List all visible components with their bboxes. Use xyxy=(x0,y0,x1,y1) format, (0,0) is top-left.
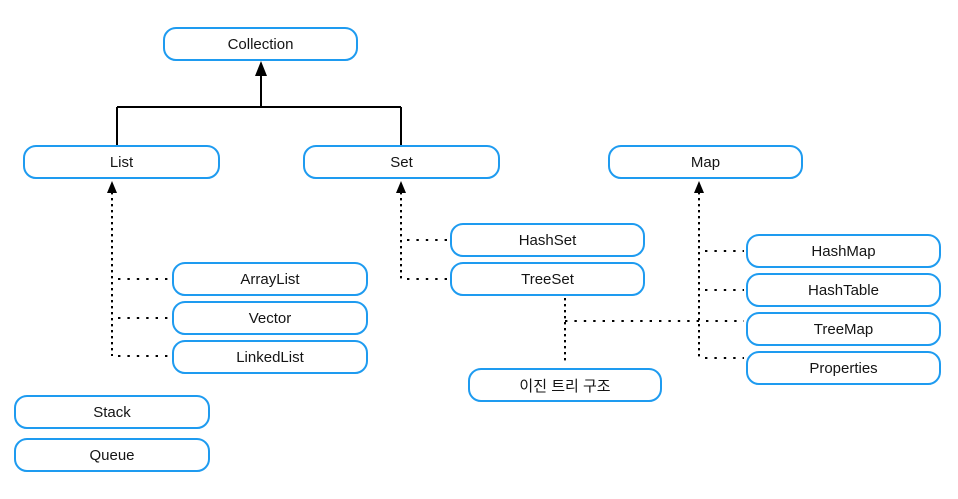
node-linkedlist: LinkedList xyxy=(172,340,368,374)
node-stack-label: Stack xyxy=(93,403,131,421)
node-list: List xyxy=(23,145,220,179)
node-collection: Collection xyxy=(163,27,358,61)
node-vector: Vector xyxy=(172,301,368,335)
node-linkedlist-label: LinkedList xyxy=(236,348,304,366)
node-properties-label: Properties xyxy=(809,359,878,377)
node-treeset: TreeSet xyxy=(450,262,645,296)
node-stack: Stack xyxy=(14,395,210,429)
node-set: Set xyxy=(303,145,500,179)
node-set-label: Set xyxy=(390,153,413,171)
node-arraylist-label: ArrayList xyxy=(240,270,300,288)
node-hashmap-label: HashMap xyxy=(811,242,876,260)
node-hashtable-label: HashTable xyxy=(808,281,879,299)
edge-list-branches xyxy=(118,278,170,357)
node-queue-label: Queue xyxy=(89,446,135,464)
node-hashset: HashSet xyxy=(450,223,645,257)
node-hashset-label: HashSet xyxy=(518,231,577,249)
node-properties: Properties xyxy=(746,351,941,385)
arrowhead-set xyxy=(396,181,406,193)
node-map-label: Map xyxy=(690,153,721,171)
arrowhead-map xyxy=(694,181,704,193)
arrowhead-list xyxy=(107,181,117,193)
node-arraylist: ArrayList xyxy=(172,262,368,296)
node-list-label: List xyxy=(109,153,134,171)
node-hashmap: HashMap xyxy=(746,234,941,268)
node-treeset-label: TreeSet xyxy=(521,270,574,288)
node-vector-label: Vector xyxy=(248,309,292,327)
arrowhead-collection xyxy=(255,61,267,76)
node-queue: Queue xyxy=(14,438,210,472)
edge-set-branches xyxy=(407,239,448,280)
node-map: Map xyxy=(608,145,803,179)
node-treemap-label: TreeMap xyxy=(813,320,874,338)
edge-collection-tree xyxy=(116,74,402,145)
node-binary-tree-structure-label: 이진 트리 구조 xyxy=(519,377,611,395)
node-collection-label: Collection xyxy=(227,35,294,53)
edge-map-branches xyxy=(705,250,744,359)
node-binary-tree-structure: 이진 트리 구조 xyxy=(468,368,662,402)
node-hashtable: HashTable xyxy=(746,273,941,307)
node-treemap: TreeMap xyxy=(746,312,941,346)
